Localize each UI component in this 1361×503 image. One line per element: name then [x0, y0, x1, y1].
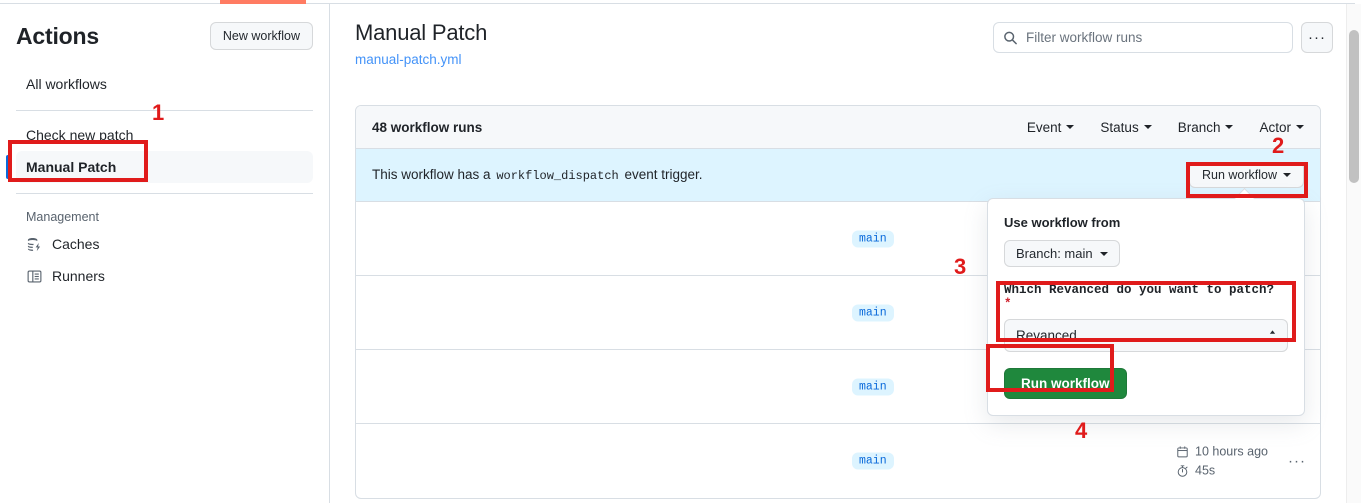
use-workflow-from-label: Use workflow from: [1004, 215, 1121, 230]
runners-icon: [26, 269, 42, 284]
workflow-file-link[interactable]: manual-patch.yml: [355, 52, 462, 67]
page-loading-bar: [220, 0, 306, 4]
search-box[interactable]: [993, 22, 1293, 53]
chevron-down-icon: [1066, 125, 1075, 129]
sidebar-title: Actions: [16, 22, 99, 49]
row-more-options-button[interactable]: ···: [1288, 452, 1306, 470]
header-actions: ···: [993, 22, 1333, 53]
run-workflow-label: Run workflow: [1201, 168, 1277, 182]
sidebar-item-all-workflows[interactable]: All workflows: [16, 68, 313, 100]
branch-chip[interactable]: main: [852, 304, 894, 321]
stopwatch-icon: [1177, 464, 1188, 477]
dispatch-message: This workflow has a workflow_dispatch ev…: [372, 167, 703, 183]
search-icon: [1003, 30, 1018, 45]
filter-label: Actor: [1259, 119, 1291, 135]
sidebar-item-label: Caches: [52, 236, 100, 252]
search-input[interactable]: [1026, 30, 1292, 45]
workflow-input-label: Which Revanced do you want to patch? *: [1004, 283, 1288, 311]
required-indicator: *: [1004, 297, 1012, 311]
dispatch-prefix: This workflow has a: [372, 167, 491, 182]
dispatch-event-code: workflow_dispatch: [496, 169, 619, 183]
sidebar-divider: [16, 193, 313, 194]
timestamp-text: 10 hours ago: [1195, 444, 1268, 459]
sidebar-item-label: Check new patch: [26, 127, 134, 143]
chevron-down-icon: [1296, 125, 1304, 129]
sidebar-item-runners[interactable]: Runners: [16, 260, 313, 292]
run-duration: 45s: [1176, 464, 1215, 478]
page-scrollbar-thumb[interactable]: [1349, 30, 1359, 183]
dispatch-suffix: event trigger.: [624, 167, 703, 182]
page-scrollbar-track[interactable]: [1346, 4, 1361, 503]
page-title: Manual Patch: [355, 20, 488, 45]
workflow-runs-panel: 48 workflow runs Event Status Branch: [355, 105, 1321, 499]
branch-chip[interactable]: main: [852, 452, 894, 470]
submit-run-workflow-button[interactable]: Run workflow: [1004, 368, 1127, 399]
workflow-input-select-wrap: Revanced: [1004, 319, 1288, 352]
branch-select-label: Branch: main: [1016, 246, 1093, 261]
branch-select-button[interactable]: Branch: main: [1004, 240, 1120, 267]
chevron-down-icon: [1283, 173, 1291, 177]
sidebar-item-check-new-patch[interactable]: Check new patch: [16, 119, 313, 151]
chevron-down-icon: [1143, 125, 1152, 129]
filter-branch[interactable]: Branch: [1178, 120, 1234, 135]
table-row[interactable]: main 10 hours ago: [356, 424, 1320, 498]
sidebar-item-label: All workflows: [26, 76, 107, 92]
actions-sidebar: Actions New workflow All workflows Check…: [0, 4, 330, 503]
run-workflow-dropdown-button[interactable]: Run workflow: [1188, 162, 1304, 188]
workflow-dispatch-banner: This workflow has a workflow_dispatch ev…: [356, 149, 1320, 202]
runs-count-label: 48 workflow runs: [372, 119, 483, 135]
table-row[interactable]: main: [356, 276, 1320, 350]
filter-label: Event: [1026, 119, 1062, 135]
sidebar-item-label: Manual Patch: [26, 159, 117, 175]
more-options-button[interactable]: ···: [1301, 22, 1333, 53]
sidebar-item-label: Runners: [52, 268, 105, 284]
runs-toolbar: 48 workflow runs Event Status Branch: [356, 106, 1320, 149]
sidebar-header: Actions New workflow: [16, 4, 313, 50]
sidebar-nav: All workflows Check new patch Manual Pat…: [6, 68, 313, 292]
sidebar-item-manual-patch[interactable]: Manual Patch: [6, 151, 313, 183]
run-workflow-panel: Use workflow from Branch: main Which Rev…: [987, 198, 1305, 416]
branch-chip[interactable]: main: [852, 378, 894, 395]
table-row[interactable]: main: [356, 202, 1320, 276]
revanced-select[interactable]: Revanced: [1004, 319, 1288, 352]
chevron-down-icon: [1099, 251, 1108, 256]
filter-status[interactable]: Status: [1100, 119, 1152, 135]
runs-filters: Event Status Branch Actor: [1027, 120, 1304, 135]
filter-event[interactable]: Event: [1027, 120, 1075, 135]
filter-label: Status: [1100, 119, 1139, 135]
workflow-header: Manual Patch manual-patch.yml ···: [331, 4, 1355, 67]
cache-icon: [26, 237, 42, 252]
branch-chip[interactable]: main: [852, 230, 894, 247]
calendar-icon: [1177, 445, 1188, 457]
sidebar-group-management: Management: [26, 210, 99, 224]
sidebar-item-caches[interactable]: Caches: [16, 228, 313, 260]
sidebar-divider: [16, 110, 313, 111]
new-workflow-button[interactable]: New workflow: [209, 22, 313, 50]
top-divider: [0, 3, 1355, 4]
run-meta: 10 hours ago 45s: [1176, 445, 1268, 478]
run-timestamp: 10 hours ago: [1176, 445, 1268, 459]
input-label-text: Which Revanced do you want to patch?: [1004, 283, 1275, 297]
filter-actor[interactable]: Actor: [1259, 120, 1304, 135]
chevron-down-icon: [1225, 125, 1234, 129]
filter-label: Branch: [1177, 119, 1221, 135]
duration-text: 45s: [1195, 463, 1216, 478]
main-content: Manual Patch manual-patch.yml ···: [331, 4, 1355, 503]
